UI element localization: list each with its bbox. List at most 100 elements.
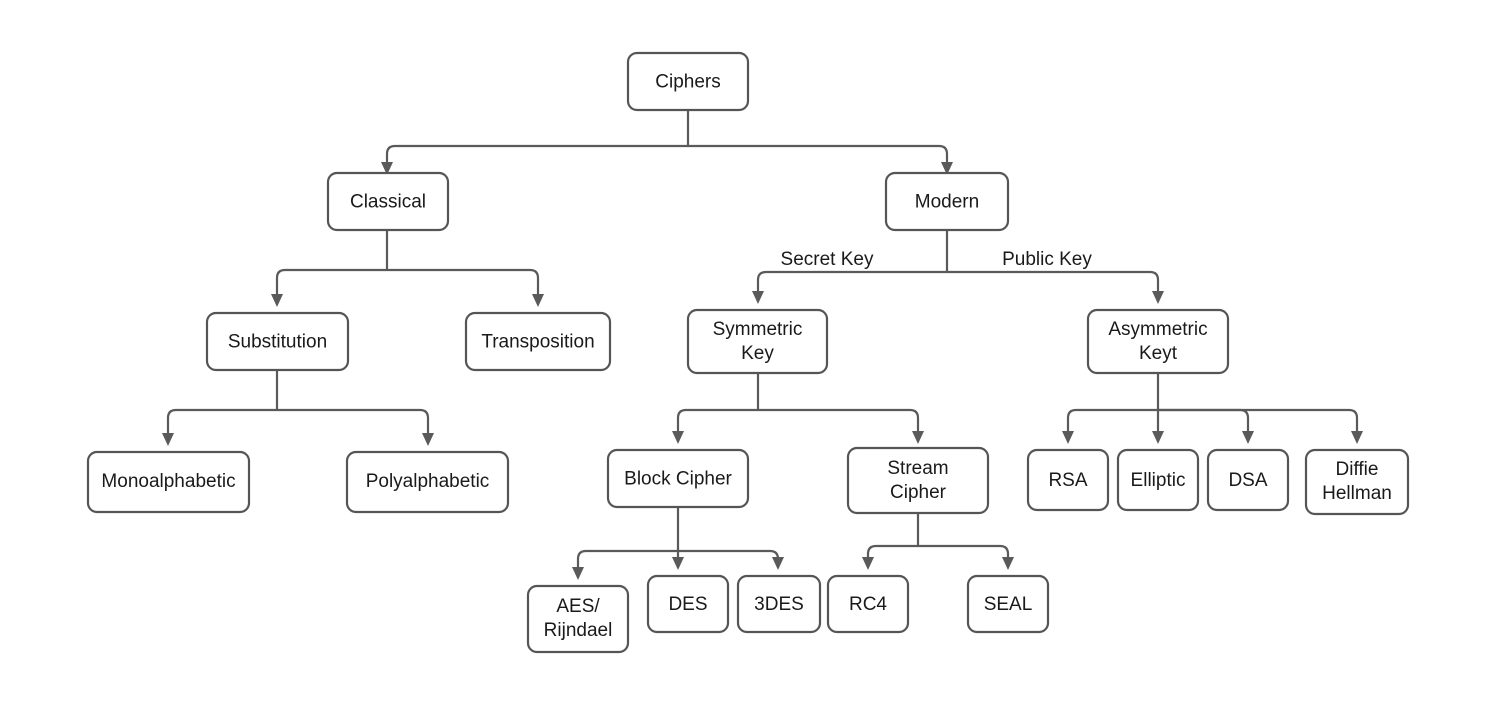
node-box-elliptic[interactable] [1116,448,1200,512]
node-transposition[interactable]: Transposition [464,311,612,372]
node-des[interactable]: DES [646,574,730,634]
arrowhead-diffie-hellman [1351,431,1363,444]
edge-path-stream-to-seal [918,544,1010,560]
node-label-rsa: RSA [1048,470,1087,491]
node-diffie-hellman[interactable]: Diffie Hellman [1304,448,1410,516]
arrowhead-aes-rijndael [572,567,584,580]
node-rsa[interactable]: RSA [1026,448,1110,512]
edge-path-classical-to-substitution [275,268,387,297]
arrowhead-des [672,557,684,570]
node-box-diffie-hellman[interactable] [1304,448,1410,516]
edge-path-asymmetric-to-rsa [1066,408,1158,434]
node-asymmetric-keyt[interactable]: Asymmetric Keyt [1086,308,1230,375]
node-label-des: DES [668,594,707,615]
arrowhead-asymmetric-keyt [1152,291,1164,304]
edge-label-public-key: Public Key [1002,249,1092,270]
edge-path-ciphers-to-classical [385,144,688,165]
edge-ciphers-to-children [381,110,953,175]
node-elliptic[interactable]: Elliptic [1116,448,1200,512]
node-box-substitution[interactable] [205,311,350,372]
node-box-block-cipher[interactable] [606,448,750,509]
node-monoalphabetic[interactable]: Monoalphabetic [86,450,251,514]
node-label-transposition: Transposition [481,332,594,353]
node-dsa[interactable]: DSA [1206,448,1290,512]
node-label-block-cipher: Block Cipher [624,469,732,490]
node-box-des[interactable] [646,574,730,634]
node-box-dsa[interactable] [1206,448,1290,512]
edge-path-ciphers-to-modern [688,144,949,165]
node-label-modern: Modern [915,192,979,213]
edge-labels-layer: Secret Key Public Key [781,249,1093,270]
node-box-symmetric-key[interactable] [686,308,829,375]
arrowhead-block-cipher [672,431,684,444]
arrowhead-3des [772,557,784,570]
arrowhead-monoalphabetic [162,433,174,446]
node-box-polyalphabetic[interactable] [345,450,510,514]
node-rc4[interactable]: RC4 [826,574,910,634]
node-box-3des[interactable] [736,574,822,634]
edge-stream-to-children [862,513,1014,570]
node-box-modern[interactable] [884,171,1010,232]
node-label-aes-rijndael-line1: AES/ [556,596,600,617]
node-box-ciphers[interactable] [626,51,750,112]
node-label-classical: Classical [350,192,426,213]
edge-asymmetric-to-children [1062,373,1363,444]
node-label-diffie-hellman-line1: Diffie [1336,459,1379,480]
node-aes-rijndael[interactable]: AES/ Rijndael [526,584,630,654]
arrowhead-transposition [532,294,544,307]
edge-path-substitution-to-poly [277,408,430,436]
edge-path-modern-to-symmetric [756,270,947,294]
node-classical[interactable]: Classical [326,171,450,232]
node-label-symmetric-key-line1: Symmetric [713,319,803,340]
node-label-monoalphabetic: Monoalphabetic [101,471,235,492]
edge-block-to-children [572,507,784,580]
edge-symmetric-to-children [672,373,924,444]
arrowhead-stream-cipher [912,431,924,444]
node-stream-cipher[interactable]: Stream Cipher [846,446,990,515]
node-label-seal: SEAL [984,594,1033,615]
node-box-monoalphabetic[interactable] [86,450,251,514]
node-3des[interactable]: 3DES [736,574,822,634]
arrowhead-symmetric-key [752,291,764,304]
node-label-symmetric-key-line2: Key [741,343,774,364]
node-box-classical[interactable] [326,171,450,232]
node-label-elliptic: Elliptic [1131,470,1186,491]
node-block-cipher[interactable]: Block Cipher [606,448,750,509]
node-modern[interactable]: Modern [884,171,1010,232]
arrowhead-rsa [1062,431,1074,444]
edge-path-block-to-3des [678,549,780,561]
node-polyalphabetic[interactable]: Polyalphabetic [345,450,510,514]
arrowhead-elliptic [1152,431,1164,444]
arrowhead-seal [1002,557,1014,570]
edge-path-stream-to-rc4 [866,544,918,560]
node-seal[interactable]: SEAL [966,574,1050,634]
node-label-stream-cipher-line1: Stream [887,458,948,479]
edge-path-symmetric-to-block [676,408,758,434]
node-box-seal[interactable] [966,574,1050,634]
arrowhead-modern [941,162,953,175]
edge-path-classical-to-transposition [387,268,540,297]
node-label-asymmetric-keyt-line1: Asymmetric [1108,319,1207,340]
edge-modern-to-children [752,230,1164,304]
arrowhead-dsa [1242,431,1254,444]
node-box-transposition[interactable] [464,311,612,372]
node-label-dsa: DSA [1228,470,1267,491]
edge-classical-to-children [271,230,544,307]
node-box-asymmetric-keyt[interactable] [1086,308,1230,375]
node-box-aes-rijndael[interactable] [526,584,630,654]
node-label-aes-rijndael-line2: Rijndael [544,620,613,641]
edge-label-secret-key: Secret Key [781,249,874,270]
node-symmetric-key[interactable]: Symmetric Key [686,308,829,375]
node-label-rc4: RC4 [849,594,887,615]
arrowhead-classical [381,162,393,175]
node-label-ciphers: Ciphers [655,72,720,93]
node-box-rsa[interactable] [1026,448,1110,512]
node-box-stream-cipher[interactable] [846,446,990,515]
edge-substitution-to-children [162,370,434,446]
node-substitution[interactable]: Substitution [205,311,350,372]
node-ciphers[interactable]: Ciphers [626,51,750,112]
node-label-diffie-hellman-line2: Hellman [1322,483,1392,504]
edge-path-substitution-to-mono [166,408,277,436]
node-box-rc4[interactable] [826,574,910,634]
